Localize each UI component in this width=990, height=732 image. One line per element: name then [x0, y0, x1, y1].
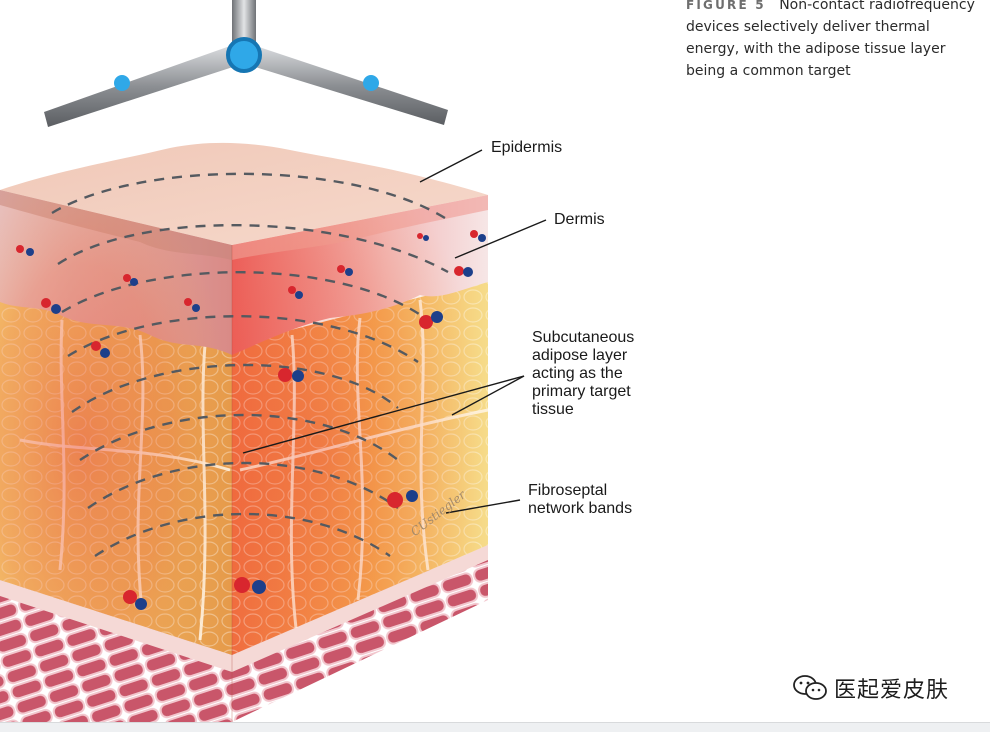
device-arm-left	[44, 46, 236, 127]
device-right-light	[363, 75, 379, 91]
vessel-pair	[91, 341, 110, 358]
leader-dermis	[454, 219, 547, 259]
device-left-light	[114, 75, 130, 91]
vessel-pair	[288, 286, 303, 299]
vessel-pair	[123, 274, 138, 286]
figure-caption-text: Non-contact radiofrequency devices selec…	[686, 0, 975, 79]
epidermis-top	[0, 142, 488, 245]
device-arm-right	[252, 46, 448, 125]
label-subcutaneous-line: tissue	[532, 401, 574, 418]
tissue-block	[0, 142, 489, 722]
vessel-pair	[387, 490, 418, 508]
vessel-pair	[123, 590, 147, 610]
label-subcutaneous-line: Subcutaneous	[532, 329, 635, 346]
vessel-pair	[417, 233, 429, 241]
leader-subcutaneous-a	[242, 375, 525, 454]
vessel-pair	[16, 245, 34, 256]
bottom-bar	[0, 722, 990, 732]
vessel-pair	[470, 230, 486, 242]
label-fibroseptal: Fibroseptal network bands	[528, 482, 632, 518]
blood-vessels	[16, 230, 486, 610]
label-subcutaneous-line: primary target	[532, 383, 631, 400]
muscle-layer	[0, 545, 488, 722]
wechat-icon	[793, 675, 827, 700]
vessel-pair	[419, 311, 443, 329]
rf-energy-arcs	[51, 172, 449, 558]
label-epidermis: Epidermis	[491, 139, 563, 156]
vessel-pair	[41, 298, 61, 314]
leader-lines	[242, 149, 547, 514]
label-fibroseptal-line: network bands	[528, 500, 633, 517]
watermark-text: 医起爱皮肤	[834, 678, 950, 703]
leader-fibroseptal	[445, 499, 521, 514]
figure-label: FIGURE 5	[686, 0, 766, 12]
label-fibroseptal-line: Fibroseptal	[528, 482, 608, 499]
figure-caption: FIGURE 5 Non-contact radiofrequency devi…	[686, 0, 986, 82]
watermark: 医起爱皮肤	[792, 673, 949, 703]
vessel-pair	[337, 265, 353, 276]
vessel-pair	[278, 368, 304, 382]
device-center-light	[226, 37, 262, 73]
vessel-pair	[454, 266, 473, 277]
label-subcutaneous-line: acting as the	[532, 365, 623, 382]
label-subcutaneous-line: adipose layer	[532, 347, 628, 364]
label-dermis: Dermis	[554, 211, 605, 228]
vessel-pair	[234, 577, 266, 594]
leader-subcutaneous-b	[451, 375, 525, 416]
leader-epidermis	[419, 149, 483, 183]
label-subcutaneous: Subcutaneous adipose layer acting as the…	[532, 329, 634, 419]
vessel-pair	[184, 298, 200, 312]
rf-device	[44, 0, 448, 127]
